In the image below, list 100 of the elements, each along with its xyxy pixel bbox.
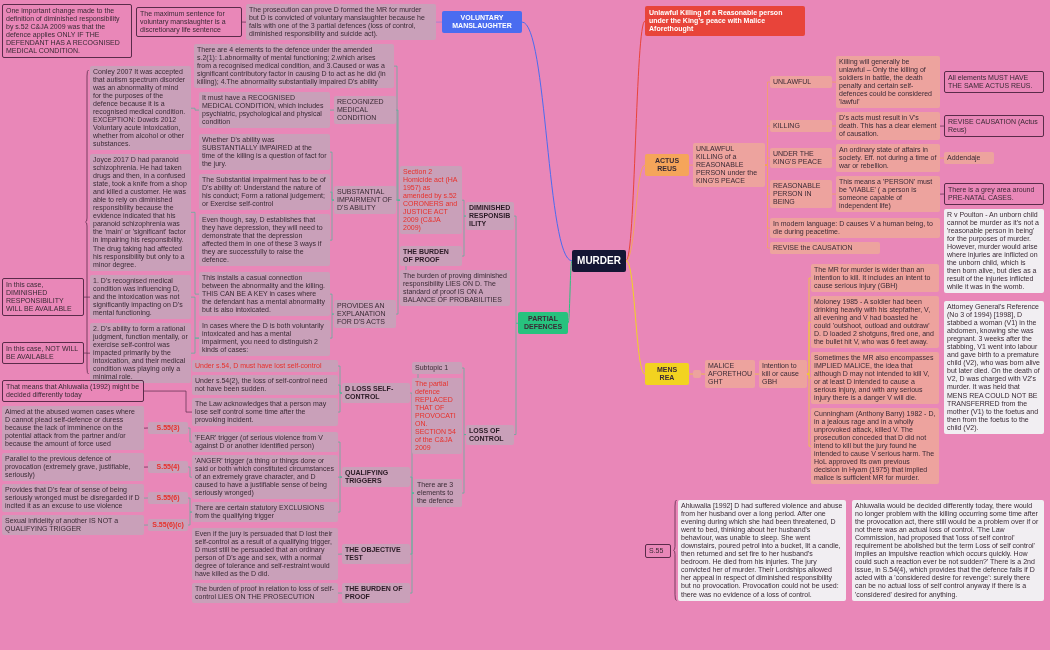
- connector-line: [764, 164, 771, 249]
- branch-topic: [645, 154, 689, 177]
- connector-line: [513, 322, 519, 435]
- connector-line: [143, 466, 149, 468]
- topic-text: MURDER: [576, 255, 622, 267]
- connector-line: [939, 125, 945, 127]
- callout-box: [645, 543, 671, 558]
- topic-box: [192, 360, 338, 373]
- branch-topic: [645, 363, 689, 386]
- connector-line: [337, 392, 343, 413]
- connector-line: [625, 20, 646, 262]
- topic-box: [342, 583, 410, 604]
- topic-box: [944, 152, 994, 165]
- topic-box: [2, 453, 144, 482]
- central-topic: [572, 250, 626, 272]
- topic-box: [466, 424, 514, 445]
- topic-box: [400, 246, 462, 267]
- callout-box: [944, 115, 1044, 138]
- connector-line: [143, 427, 149, 429]
- connector-line: [764, 157, 771, 166]
- connector-line: [393, 65, 401, 201]
- connector-line: [409, 476, 415, 494]
- connector-line: [461, 199, 467, 217]
- connector-line: [329, 191, 335, 201]
- topic-box: [836, 176, 940, 213]
- connector-line: [329, 109, 335, 111]
- callout-box: [944, 183, 1044, 206]
- connector-line: [395, 199, 401, 201]
- topic-box: [770, 76, 832, 89]
- connector-line: [688, 373, 694, 375]
- connector-line: [337, 476, 343, 513]
- branch-topic: [645, 6, 805, 37]
- connector-line: [417, 373, 419, 379]
- connector-line: [187, 466, 193, 478]
- connector-line: [625, 260, 646, 375]
- connector-line: [754, 373, 760, 375]
- connector-line: [939, 157, 945, 159]
- connector-line: [409, 492, 415, 594]
- topic-box: [334, 300, 396, 329]
- connector-line: [329, 313, 335, 339]
- connector-line: [337, 553, 343, 555]
- topic-box: [811, 264, 939, 293]
- connector-line: [521, 21, 573, 262]
- topic-box: [770, 148, 832, 169]
- topic-box: [342, 544, 410, 565]
- connector-line: [83, 296, 91, 298]
- callout-box: [2, 278, 84, 317]
- section-tag: [148, 461, 188, 474]
- connector-line: [806, 373, 812, 447]
- connector-line: [187, 511, 193, 526]
- topic-box: [2, 515, 144, 536]
- connector-line: [329, 199, 335, 241]
- connector-line: [461, 215, 467, 257]
- connector-line: [187, 497, 193, 513]
- topic-box: [770, 218, 940, 239]
- topic-box: [342, 383, 410, 404]
- connector-line: [395, 199, 401, 315]
- connector-line: [83, 352, 91, 354]
- topic-box: [334, 96, 396, 125]
- topic-box: [770, 180, 832, 209]
- callout-box: [2, 342, 84, 365]
- topic-box: [770, 120, 832, 133]
- empty-box: [693, 370, 701, 378]
- connector-line: [337, 441, 343, 478]
- connector-line: [625, 164, 646, 262]
- topic-box: [414, 479, 462, 508]
- connector-line: [143, 524, 149, 526]
- topic-box: [342, 467, 410, 488]
- connector-line: [337, 592, 343, 594]
- connector-line: [831, 157, 837, 159]
- connector-line: [337, 384, 343, 394]
- connector-line: [143, 497, 149, 499]
- topic-box: [693, 143, 765, 188]
- callout-box: [944, 71, 1044, 94]
- connector-line: [395, 109, 401, 201]
- connector-line: [567, 260, 573, 324]
- connector-line: [190, 212, 200, 295]
- connector-line: [187, 427, 193, 443]
- topic-box: [90, 275, 191, 320]
- connector-line: [241, 21, 247, 23]
- connector-line: [831, 125, 837, 127]
- connector-line: [461, 434, 467, 494]
- topic-box: [192, 502, 338, 523]
- callout-box: [136, 7, 242, 38]
- connector-line: [513, 215, 519, 324]
- connector-line: [939, 193, 945, 195]
- topic-box: [192, 375, 338, 396]
- connector-line: [806, 321, 812, 375]
- topic-box: [246, 4, 436, 41]
- topic-box: [770, 242, 880, 255]
- connector-line: [831, 193, 837, 195]
- branch-topic: [442, 11, 522, 34]
- connector-line: [329, 293, 335, 315]
- section-tag: [148, 422, 188, 435]
- connector-line: [405, 265, 407, 271]
- callout-box: [2, 4, 132, 59]
- connector-line: [700, 373, 706, 375]
- connector-line: [435, 21, 443, 23]
- connector-line: [190, 107, 200, 111]
- topic-box: [836, 56, 940, 109]
